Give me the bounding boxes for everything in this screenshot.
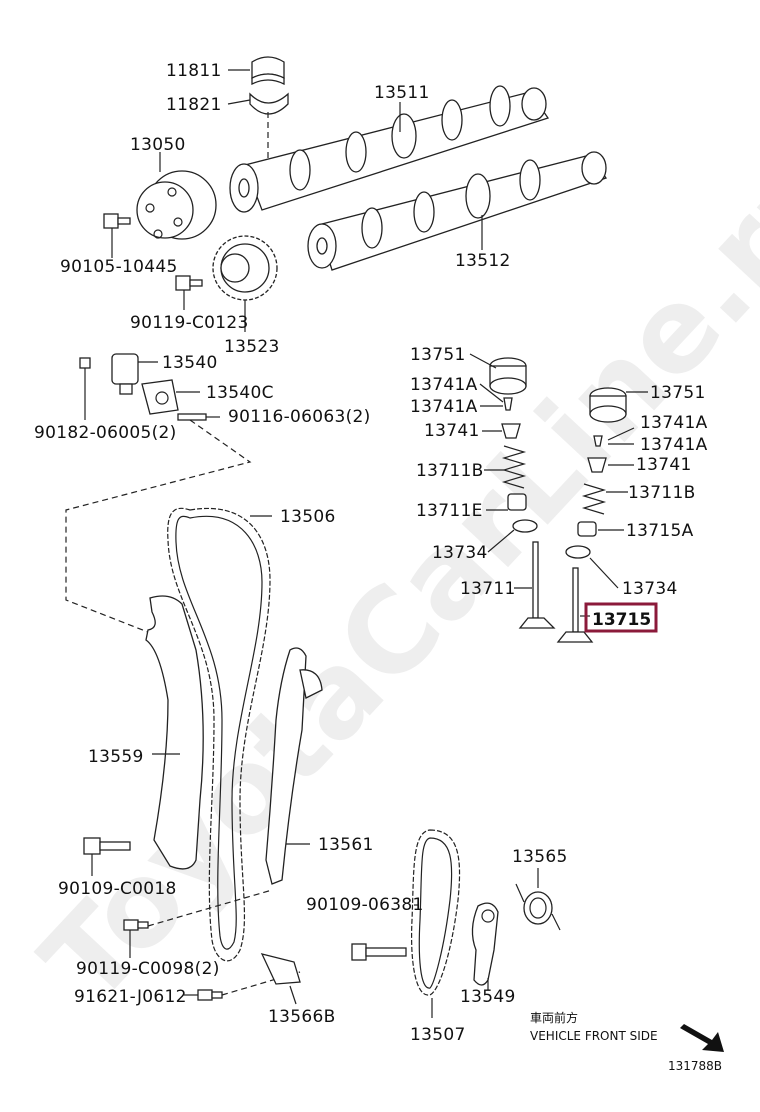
spring-right <box>581 483 607 515</box>
bolt-90109-06381 <box>351 943 407 961</box>
ocv-gasket <box>141 379 179 415</box>
bearing-upper <box>251 56 285 86</box>
label-13523: 13523 <box>224 337 280 357</box>
retainer-left <box>501 423 521 439</box>
label-13741a-3: 13741A <box>640 413 708 433</box>
washer-right <box>565 545 591 559</box>
label-13741-right: 13741 <box>636 455 692 475</box>
vehicle-front-side: VEHICLE FRONT SIDE <box>530 1029 658 1043</box>
exhaust-sprocket <box>212 235 278 301</box>
label-90119-c0098: 90119-C0098(2) <box>76 959 220 979</box>
oil-control-valve <box>111 353 139 395</box>
camshaft-lower <box>307 151 608 271</box>
label-13559: 13559 <box>88 747 144 767</box>
chain-guide <box>265 647 323 885</box>
valve-right <box>556 567 594 643</box>
label-13741a-2: 13741A <box>410 397 478 417</box>
nut-90182 <box>79 357 91 369</box>
timing-chain <box>167 507 271 962</box>
highlight-box <box>584 602 658 633</box>
vvt-gear <box>136 170 217 240</box>
bolt-90119-c0123 <box>175 275 203 291</box>
label-90119-c0123: 90119-C0123 <box>130 313 249 333</box>
label-13715-highlighted[interactable]: 13715 <box>592 610 651 630</box>
chain-damper <box>260 953 301 985</box>
valve-left <box>518 541 556 629</box>
label-13565: 13565 <box>512 847 568 867</box>
label-91621-j0612: 91621-J0612 <box>74 987 187 1007</box>
label-13715a: 13715A <box>626 521 694 541</box>
label-13751-right: 13751 <box>650 383 706 403</box>
label-13734-left: 13734 <box>432 543 488 563</box>
label-13711b-right: 13711B <box>628 483 696 503</box>
label-13506: 13506 <box>280 507 336 527</box>
label-90116-06063: 90116-06063(2) <box>228 407 371 427</box>
label-13711: 13711 <box>460 579 516 599</box>
label-13050: 13050 <box>130 135 186 155</box>
chain-slipper <box>145 595 204 870</box>
bearing-lower <box>249 92 289 115</box>
label-13741-left: 13741 <box>424 421 480 441</box>
label-13540c: 13540C <box>206 383 274 403</box>
label-90182-06005: 90182-06005(2) <box>34 423 177 443</box>
label-13711b-left: 13711B <box>416 461 484 481</box>
label-13741a-4: 13741A <box>640 435 708 455</box>
bolt-91621 <box>197 989 223 1001</box>
label-13741a-1: 13741A <box>410 375 478 395</box>
label-13751-left: 13751 <box>410 345 466 365</box>
label-11811: 11811 <box>166 61 222 81</box>
label-90105-10445: 90105-10445 <box>60 257 178 277</box>
vehicle-front-jp: 車両前方 <box>530 1010 578 1025</box>
retainer-right <box>587 457 607 473</box>
lifter-right <box>589 387 627 423</box>
oil-pump-chain <box>411 829 461 996</box>
label-13507: 13507 <box>410 1025 466 1045</box>
label-13549: 13549 <box>460 987 516 1007</box>
bolt-90105 <box>103 213 131 229</box>
bolt-90119-c0098 <box>123 919 149 931</box>
vehicle-front-arrow-icon <box>680 1024 724 1052</box>
spring-left <box>501 445 527 489</box>
camshaft-upper <box>229 85 550 213</box>
stud-90116 <box>177 413 207 421</box>
washer-left <box>512 519 538 533</box>
figure-code: 131788B <box>668 1059 722 1073</box>
seat-left <box>507 493 527 511</box>
lifter-left <box>489 357 527 395</box>
label-13511: 13511 <box>374 83 430 103</box>
keeper-left <box>503 397 513 411</box>
tensioner-arm <box>471 902 499 986</box>
label-13540: 13540 <box>162 353 218 373</box>
label-11821: 11821 <box>166 95 222 115</box>
label-13566b: 13566B <box>268 1007 336 1027</box>
label-13734-right: 13734 <box>622 579 678 599</box>
seal-right <box>577 521 597 537</box>
label-13711e: 13711E <box>416 501 483 521</box>
tensioner-spring <box>515 883 561 931</box>
keeper-right <box>593 435 603 447</box>
label-13512: 13512 <box>455 251 511 271</box>
bolt-90109-c0018 <box>83 837 131 855</box>
label-13561: 13561 <box>318 835 374 855</box>
label-90109-06381: 90109-06381 <box>306 895 424 915</box>
label-90109-c0018: 90109-C0018 <box>58 879 177 899</box>
